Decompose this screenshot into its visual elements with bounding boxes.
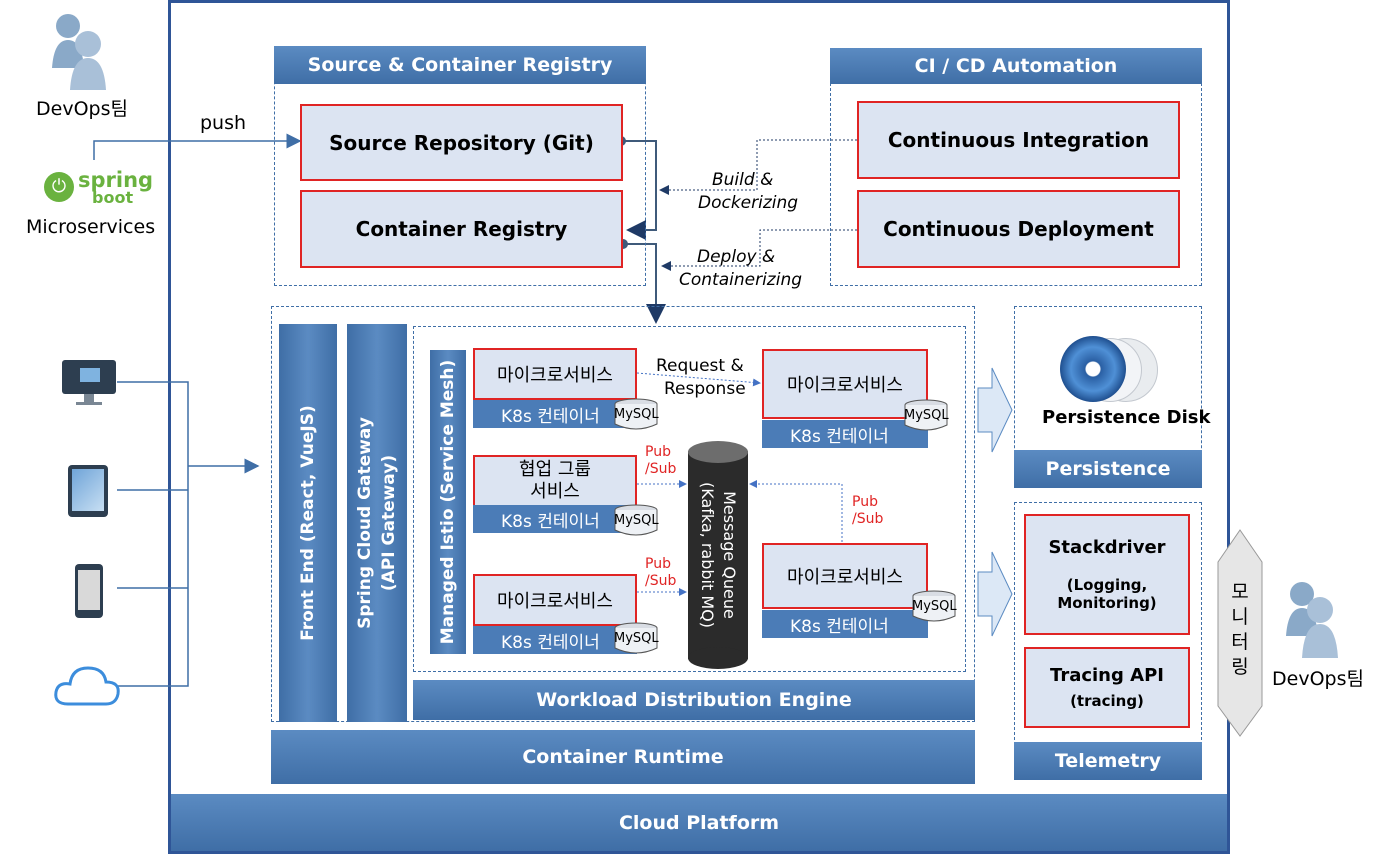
devops-team-top: DevOps팀 [30, 6, 140, 120]
workload-distribution-bar: Workload Distribution Engine [413, 680, 975, 720]
collab-group-service-box[interactable]: 협업 그룹 서비스 [473, 455, 637, 507]
k8s-container-1: K8s 컨테이너 [473, 400, 637, 428]
microservice-box-4[interactable]: 마이크로서비스 [762, 543, 928, 609]
cloud-platform-frame [168, 0, 1230, 854]
continuous-deployment-box[interactable]: Continuous Deployment [857, 190, 1180, 268]
collab-line-1: 협업 그룹 [519, 459, 591, 480]
push-label: push [200, 112, 247, 134]
mysql-label-2: MySQL [614, 513, 659, 528]
stackdriver-sub-2: Monitoring) [1057, 594, 1157, 612]
cicd-header: CI / CD Automation [830, 48, 1202, 84]
mysql-label-3: MySQL [614, 631, 659, 646]
build-label-2: Dockerizing [698, 193, 799, 213]
persistence-footer: Persistence [1014, 450, 1202, 488]
people-icon-right [1286, 582, 1338, 658]
source-repository-box[interactable]: Source Repository (Git) [300, 104, 623, 181]
microservice-box-2[interactable]: 마이크로서비스 [762, 349, 928, 419]
mysql-db-1: MySQL [614, 398, 659, 430]
mysql-db-2: MySQL [614, 504, 659, 536]
tracing-title: Tracing API [1050, 665, 1164, 686]
people-icon [52, 14, 106, 90]
api-gateway-bar: Spring Cloud Gateway (API Gateway) [347, 324, 407, 722]
container-runtime-bar: Container Runtime [271, 730, 975, 784]
boot-word: boot [92, 188, 134, 207]
stackdriver-sub-1: (Logging, [1066, 576, 1148, 594]
collab-line-2: 서비스 [530, 481, 580, 502]
tracing-api-box[interactable]: Tracing API (tracing) [1024, 647, 1190, 728]
power-icon: ⏻ [44, 172, 74, 202]
mysql-label-4: MySQL [904, 408, 949, 423]
front-end-label: Front End (React, VueJS) [298, 405, 318, 641]
monitoring-char-2: 니 [1231, 606, 1249, 628]
cloud-platform-bar: Cloud Platform [171, 794, 1227, 851]
monitoring-char-3: 터 [1231, 631, 1249, 653]
k8s-container-2: K8s 컨테이너 [473, 505, 637, 533]
stackdriver-title: Stackdriver [1048, 537, 1166, 558]
registry-header: Source & Container Registry [274, 46, 646, 84]
pubsub-b-1: Pub [645, 556, 671, 572]
pubsub-label-b: Pub/Sub [645, 556, 676, 590]
cloud-icon [52, 660, 122, 710]
platform-area [271, 306, 975, 722]
continuous-integration-box[interactable]: Continuous Integration [857, 101, 1180, 179]
k8s-container-3: K8s 컨테이너 [473, 626, 637, 654]
istio-bar: Managed Istio (Service Mesh) [430, 350, 466, 654]
api-gateway-line-2: (API Gateway) [379, 454, 399, 592]
front-end-bar: Front End (React, VueJS) [279, 324, 337, 722]
k8s-container-4: K8s 컨테이너 [762, 420, 928, 448]
disk-icon [1060, 334, 1160, 406]
deploy-label-1: Deploy & [697, 247, 776, 267]
queue-line-2: (Kafka, rabbit MQ) [698, 482, 717, 628]
pubsub-a-1: Pub [645, 444, 671, 460]
tracing-sub: (tracing) [1070, 692, 1144, 710]
stackdriver-box[interactable]: Stackdriver (Logging, Monitoring) [1024, 514, 1190, 635]
persistence-disk-label: Persistence Disk [1042, 407, 1211, 428]
mysql-db-4: MySQL [904, 399, 949, 431]
telemetry-footer: Telemetry [1014, 742, 1202, 780]
monitoring-char-4: 링 [1231, 656, 1249, 678]
k8s-container-5: K8s 컨테이너 [762, 610, 928, 638]
tablet-icon [68, 465, 108, 517]
spring-boot-logo: ⏻ spring boot [44, 168, 154, 208]
phone-icon [75, 564, 103, 618]
queue-line-1: Message Queue [720, 491, 739, 619]
service-mesh-area [413, 326, 966, 672]
monitor-icon [62, 360, 116, 406]
pubsub-label-c: Pub/Sub [852, 494, 883, 528]
pubsub-b-2: /Sub [645, 573, 677, 589]
spring-word: spring [78, 168, 154, 192]
monitoring-char-1: 모 [1231, 581, 1249, 603]
api-gateway-line-1: Spring Cloud Gateway [355, 417, 375, 629]
message-queue-cylinder: Message Queue (Kafka, rabbit MQ) [688, 441, 748, 669]
devops-right-label: DevOps팀 [1272, 668, 1364, 690]
devops-top-label: DevOps팀 [36, 98, 128, 120]
devops-team-right: DevOps팀 [1272, 578, 1376, 690]
request-label-2: Response [664, 379, 746, 399]
build-label-1: Build & [712, 170, 774, 190]
pubsub-c-2: /Sub [852, 511, 884, 527]
microservice-box-1[interactable]: 마이크로서비스 [473, 348, 637, 400]
monitoring-label: 모 니 터 링 [1226, 580, 1254, 680]
pubsub-c-1: Pub [852, 494, 878, 510]
request-label-1: Request & [656, 356, 744, 376]
container-registry-box[interactable]: Container Registry [300, 190, 623, 268]
istio-label: Managed Istio (Service Mesh) [438, 359, 458, 645]
deploy-label-2: Containerizing [679, 270, 803, 290]
microservice-box-3[interactable]: 마이크로서비스 [473, 574, 637, 626]
pubsub-a-2: /Sub [645, 461, 677, 477]
pubsub-label-a: Pub/Sub [645, 444, 676, 478]
mysql-label-5: MySQL [912, 599, 957, 614]
mysql-label-1: MySQL [614, 407, 659, 422]
api-gateway-label: Spring Cloud Gateway (API Gateway) [353, 417, 401, 629]
mysql-db-5: MySQL [912, 590, 957, 622]
microservices-caption: Microservices [26, 216, 156, 238]
mysql-db-3: MySQL [614, 622, 659, 654]
